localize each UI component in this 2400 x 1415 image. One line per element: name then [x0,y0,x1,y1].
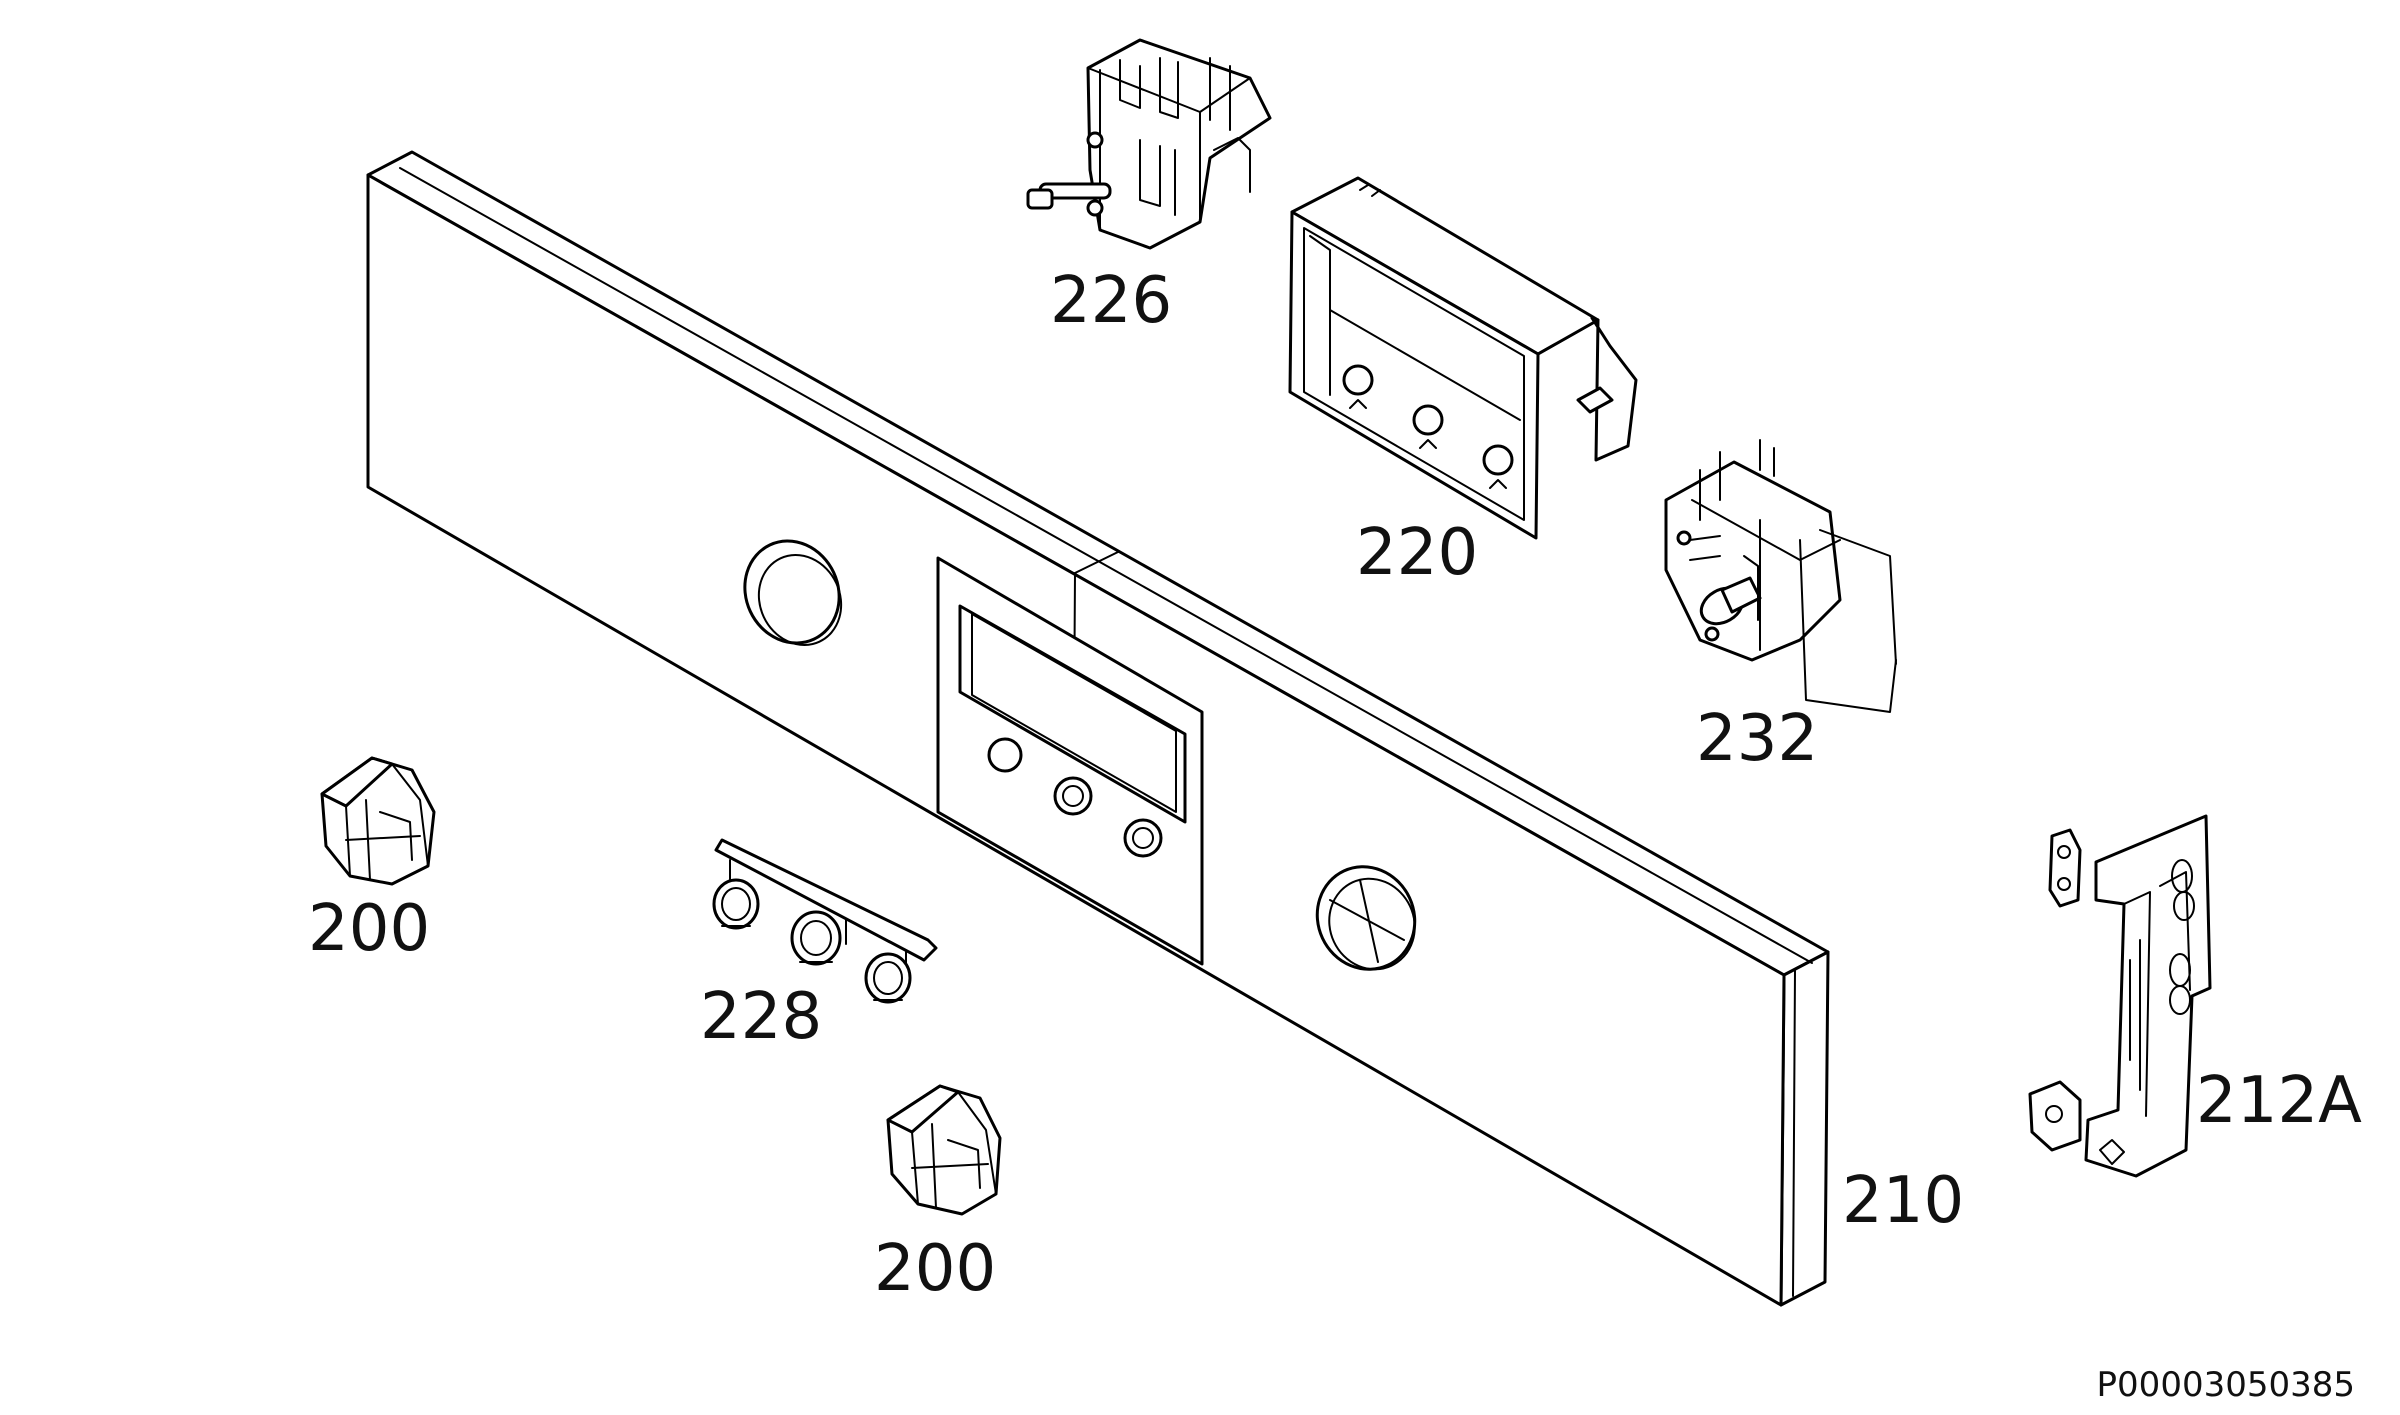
display-window-frame [936,556,1204,966]
control-switch-226 [1026,38,1272,250]
push-buttons-228 [712,838,938,1004]
knob-hole-left [743,539,843,646]
mounting-bracket-212a [2028,814,2212,1178]
knob-left-200 [320,756,436,886]
label-mounting-bracket: 212A [2196,1064,2362,1138]
control-panel-210 [366,150,1830,1307]
label-control-panel: 210 [1842,1164,1964,1238]
display-housing-220 [1288,176,1638,540]
thermostat-switch-232 [1664,439,1897,713]
push-button-2 [790,910,842,966]
label-control-switch: 226 [1050,264,1172,338]
label-push-buttons: 228 [700,980,822,1054]
knob-hole-right [1315,865,1417,971]
push-button-3 [864,952,912,1004]
label-display-housing: 220 [1356,516,1478,590]
push-button-1 [712,878,760,930]
reference-code: P00003050385 [2097,1365,2355,1405]
label-knob-bottom: 200 [874,1232,996,1306]
label-knob-left: 200 [308,892,430,966]
knob-bottom-200 [886,1084,1002,1216]
label-thermostat-switch: 232 [1696,702,1818,776]
